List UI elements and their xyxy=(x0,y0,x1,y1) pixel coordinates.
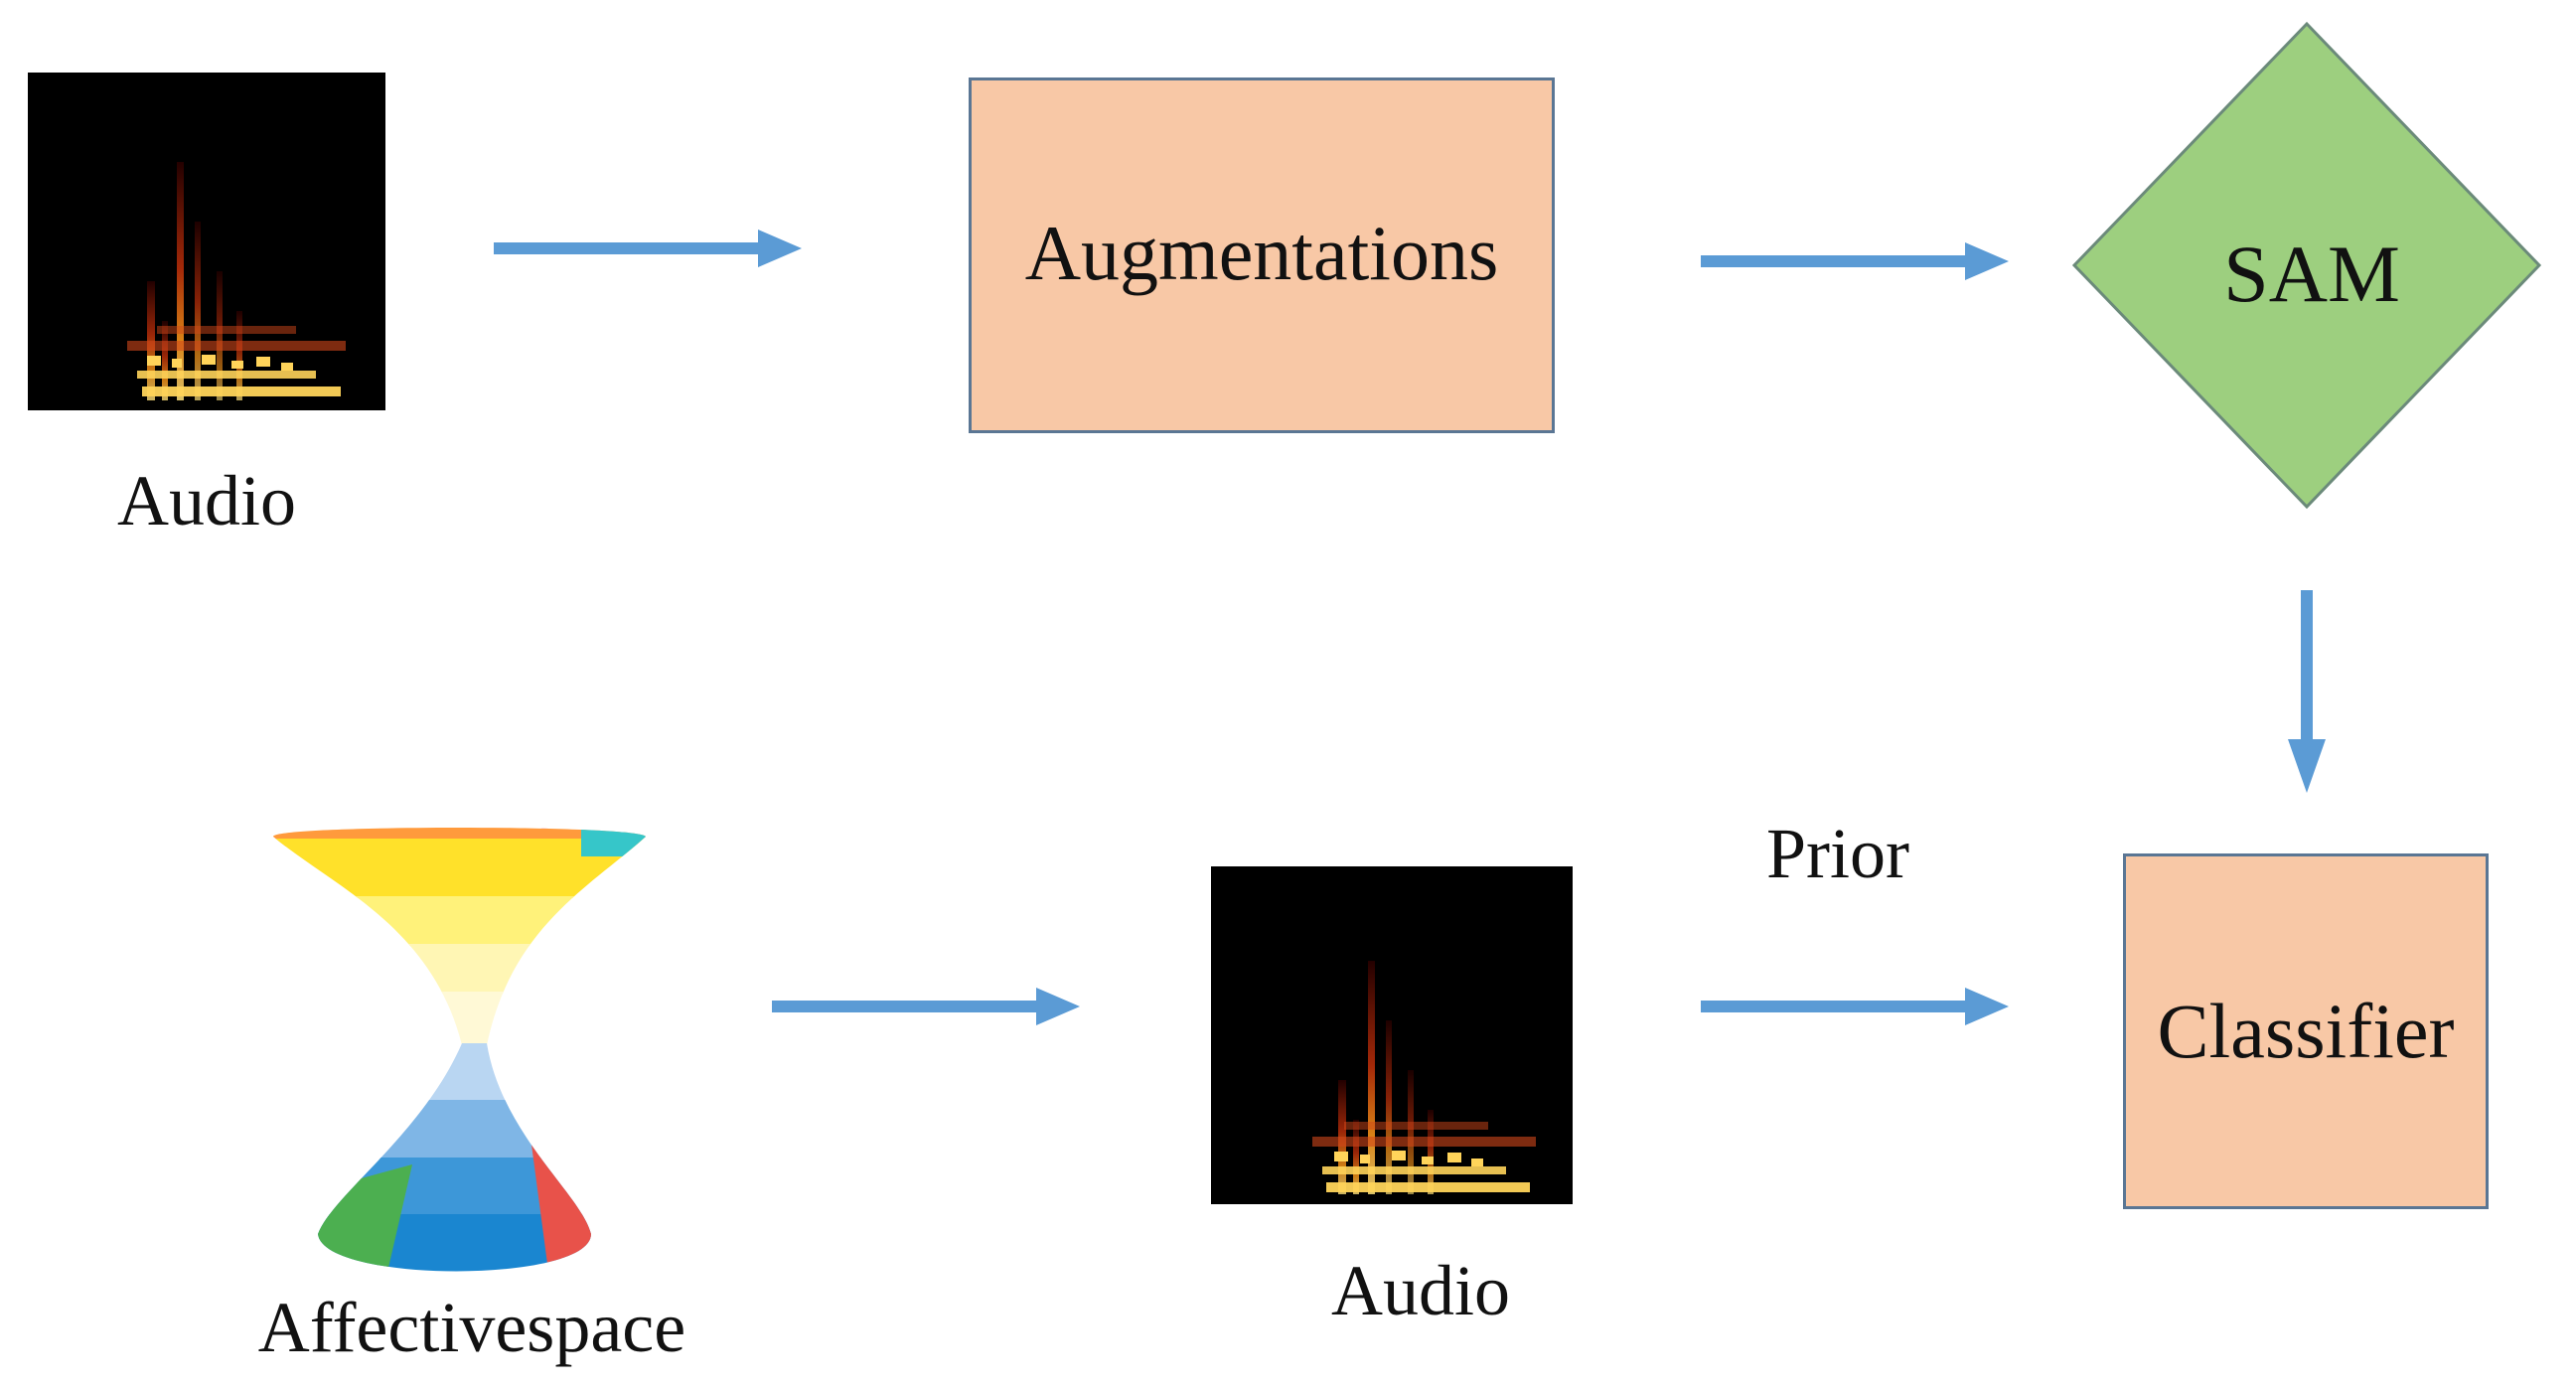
audio-spectrogram-top xyxy=(28,73,385,410)
sam-diamond: SAM xyxy=(2068,20,2545,511)
arrow-sam-to-classifier xyxy=(2288,590,2326,793)
arrow-audio-to-classifier xyxy=(1701,988,2009,1025)
spectrogram-icon xyxy=(28,73,385,410)
augmentations-box: Augmentations xyxy=(969,77,1555,433)
audio-spectrogram-bottom xyxy=(1211,866,1573,1204)
sam-diamond-shape xyxy=(2071,21,2542,510)
audio-label-bottom: Audio xyxy=(1331,1251,1510,1330)
hourglass-funnel-icon xyxy=(273,828,646,1272)
arrow-audio-to-augmentations xyxy=(494,230,802,267)
audio-label-top: Audio xyxy=(117,461,296,541)
arrow-augmentations-to-sam xyxy=(1701,242,2009,280)
classifier-box: Classifier xyxy=(2123,853,2489,1209)
spectrogram-icon xyxy=(1211,866,1573,1204)
prior-label: Prior xyxy=(1766,814,1909,893)
sam-label: SAM xyxy=(2223,229,2400,319)
arrow-affectivespace-to-audio xyxy=(772,988,1080,1025)
affectivespace-label: Affectivespace xyxy=(257,1288,686,1367)
